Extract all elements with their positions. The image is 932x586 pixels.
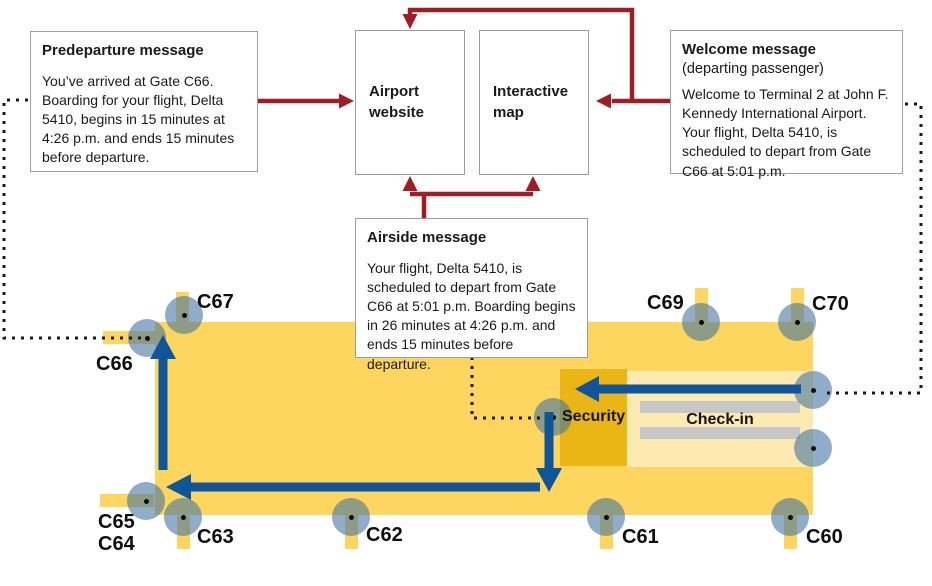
gate-circle-c65-c64: [127, 482, 165, 520]
gate-label-c62: C62: [366, 524, 403, 546]
entrance-beacon-upper: [794, 371, 832, 409]
gate-label-c61: C61: [622, 526, 659, 548]
checkin-label: Check-in: [686, 411, 754, 428]
airside-title: Airside message: [367, 229, 487, 246]
predeparture-title: Predeparture message: [42, 42, 204, 59]
welcome-subtitle: (departing passenger): [682, 60, 824, 77]
arrowhead-left: [596, 93, 611, 109]
entrance-beacon-lower: [794, 429, 832, 467]
gate-label-c70: C70: [812, 293, 849, 315]
welcome-message-box: Welcome message (departing passenger) We…: [670, 30, 903, 179]
gate-circle-c61: [587, 498, 625, 536]
airside-body: Your flight, Delta 5410, is scheduled to…: [367, 259, 576, 372]
gate-label-c69: C69: [647, 292, 684, 314]
arrowhead-down: [402, 14, 418, 29]
security-label: Security: [562, 408, 626, 425]
arrow-airside-split: [410, 191, 533, 218]
gate-label-c64: C64: [98, 533, 135, 555]
airside-message-box: Airside message Your flight, Delta 5410,…: [355, 218, 588, 372]
gate-circle-c63: [164, 498, 202, 536]
welcome-body: Welcome to Terminal 2 at John F. Kennedy…: [682, 85, 889, 179]
gate-circle-c67: [165, 296, 203, 334]
gate-label-c66: C66: [96, 353, 133, 375]
welcome-title: Welcome message: [682, 41, 816, 58]
gate-circle-c60: [771, 498, 809, 536]
arrowhead-up-map: [525, 176, 541, 191]
gate-label-c67: C67: [197, 291, 234, 313]
gate-circle-c70: [778, 303, 816, 341]
predeparture-message-box: Predeparture message You’ve arrived at G…: [30, 31, 258, 172]
airport-website-label: Airport website: [369, 83, 425, 121]
gate-label-c60: C60: [806, 526, 843, 548]
airport-website-box: Airport website: [355, 30, 465, 175]
gate-label-c65: C65: [98, 511, 135, 533]
checkin-counter-bottom: [640, 427, 800, 439]
arrowhead-up-website: [402, 176, 418, 191]
arrowhead-right: [339, 93, 354, 109]
gate-circle-c69: [682, 303, 720, 341]
interactive-map-box: Interactive map: [479, 30, 589, 175]
gate-circle-c62: [332, 498, 370, 536]
interactive-map-label: Interactive map: [493, 83, 569, 121]
gate-label-c63: C63: [197, 526, 234, 548]
checkin-counter-top: [640, 401, 800, 413]
predeparture-body: You’ve arrived at Gate C66. Boarding for…: [42, 72, 235, 166]
gate-circle-c66: [128, 319, 166, 357]
